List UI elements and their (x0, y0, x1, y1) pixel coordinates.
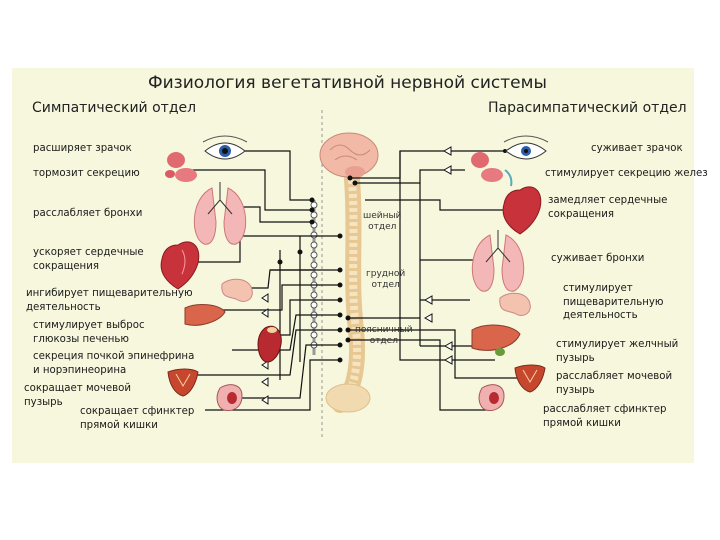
effect-stimulates-glands: стимулирует секрецию желез (545, 168, 708, 179)
effect-contracts-bladder: сокращает мочевой пузырь (24, 383, 132, 408)
sympathetic-heading: Симпатический отдел (32, 100, 197, 116)
effect-accelerates-heart: ускоряет сердечные сокращения (33, 247, 144, 272)
effect-dilates-pupil: расширяет зрачок (33, 143, 132, 154)
effect-slows-heart: замедляет сердечные сокращения (548, 195, 668, 220)
liver-icon (184, 304, 226, 326)
effect-stimulates-digestion: стимулирует пищеварительную деятельность (563, 283, 664, 321)
sympathetic-nerves (185, 150, 340, 411)
effect-epinephrine: секреция почкой эпинефрина и норэпинеори… (33, 351, 195, 376)
lungs-icon (193, 182, 247, 245)
kidney-icon (257, 325, 282, 363)
effect-relaxes-bronchi: расслабляет бронхи (33, 208, 143, 219)
salivary-gland-icon (471, 152, 513, 187)
effect-stimulates-gallbladder: стимулирует желчный пузырь (556, 339, 679, 364)
lungs-icon (471, 230, 525, 292)
brain-icon (319, 132, 379, 178)
effect-constricts-bronchi: суживает бронхи (551, 253, 645, 264)
parasympathetic-nerves (348, 150, 520, 411)
bladder-icon (514, 364, 546, 393)
effect-glucose-release: стимулирует выброс глюкозы печенью (33, 320, 145, 345)
cervical-region-label: шейный отдел (363, 211, 402, 232)
liver-icon (471, 324, 521, 356)
effect-inhibits-secretion: тормозит секрецию (33, 168, 140, 179)
effect-relaxes-sphincter: расслабляет сфинктер прямой кишки (543, 404, 667, 429)
sympathetic-ganglia-dots (277, 197, 343, 363)
parasympathetic-ganglia (423, 146, 511, 365)
heart-icon (502, 186, 542, 235)
effect-inhibits-digestion: ингибирует пищеварительную деятельность (26, 288, 193, 313)
effect-relaxes-bladder: расслабляет мочевой пузырь (556, 371, 673, 396)
thoracic-region-label: грудной отдел (366, 269, 406, 290)
stomach-icon (499, 292, 531, 317)
sympathetic-chain (310, 200, 318, 355)
effect-contracts-sphincter: сокращает сфинктер прямой кишки (80, 406, 195, 431)
stomach-icon (221, 278, 253, 303)
bladder-icon (167, 368, 199, 397)
eye-icon (503, 135, 549, 160)
page-title: Физиология вегетативной нервной системы (148, 73, 547, 93)
effect-constricts-pupil: суживает зрачок (591, 143, 683, 154)
rectum-icon (216, 384, 243, 411)
lumbar-region-label: поясничный отдел (355, 325, 413, 346)
salivary-gland-icon (165, 152, 197, 182)
parasympathetic-heading: Парасимпатический отдел (488, 100, 687, 116)
eye-icon (202, 135, 248, 160)
rectum-icon (478, 384, 505, 411)
heart-icon (160, 241, 200, 290)
spine-icon (325, 172, 371, 413)
